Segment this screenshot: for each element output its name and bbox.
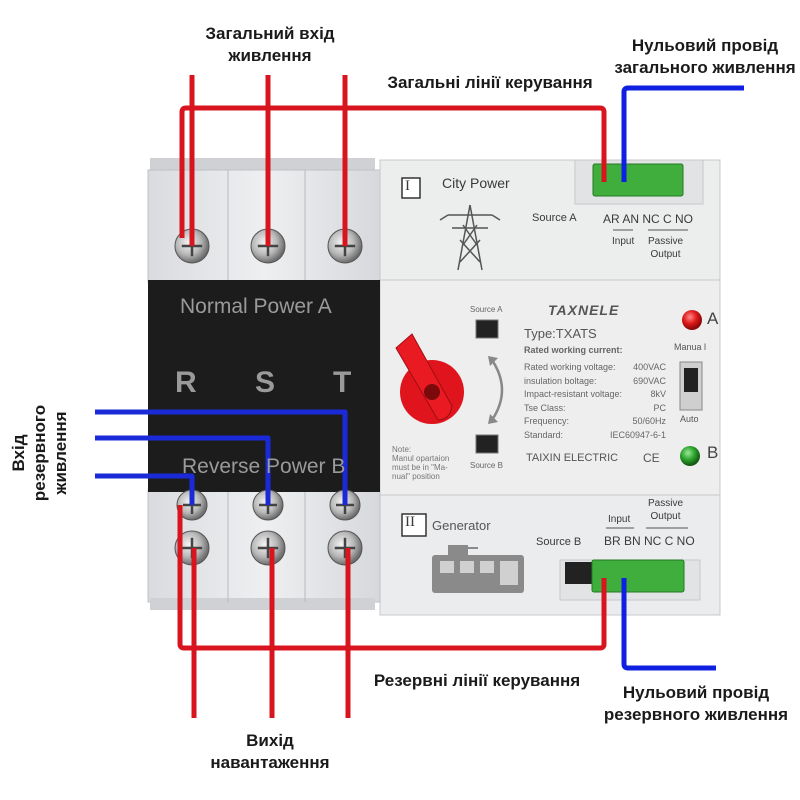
output-line-2: навантаження [210, 753, 330, 772]
normal-neutral-line-2: загального живлення [614, 58, 796, 77]
output-line-1: Вихід [246, 731, 294, 750]
phase-s-label: S [255, 366, 276, 399]
source-b-window-label: Source B [470, 461, 503, 470]
rotate-arrow-icon [490, 359, 504, 421]
top-passive-line-1: Passive [648, 236, 684, 247]
bottom-module-title: Generator [432, 518, 491, 533]
bottom-module [401, 513, 688, 593]
spec-row: insulation boltage: 690VAC [524, 375, 666, 389]
led-b-label: B [707, 443, 719, 462]
auto-label: Auto [680, 414, 699, 424]
reserve-control-wire [177, 505, 607, 651]
bottom-passive-label: Passive Output [648, 497, 683, 523]
spec-row: Rated working voltage: 400VAC [524, 361, 666, 375]
reserve-input-wire-t [95, 409, 348, 505]
manual-label: Manua l [674, 342, 707, 352]
led-b-green [680, 446, 700, 466]
spec-key: Impact-resistant voltage: [524, 389, 623, 399]
spec-key: Rated working voltage: [524, 362, 616, 372]
normal-neutral-wire [621, 85, 744, 182]
phase-t-label: T [333, 366, 352, 399]
note-line-3: must be in "Ma- [392, 463, 448, 472]
reserve-input-line-2: резервного [30, 404, 49, 502]
normal-neutral-label: Нульовий провід загального живлення [610, 35, 800, 79]
normal-input-line-2: живлення [228, 46, 312, 65]
brand-logo: TAXNELE [548, 302, 620, 318]
spec-row: Frequency: 50/60Hz [524, 415, 666, 429]
note-line-1: Note: [392, 445, 412, 454]
top-source-label: Source A [532, 212, 577, 224]
type-label: Type:TXATS [524, 326, 597, 341]
ce-mark: CE [643, 451, 660, 465]
top-passive-line-2: Output [650, 249, 681, 260]
maker-label: TAIXIN ELECTRIC [526, 452, 619, 464]
spec-key: Tse Class: [524, 402, 566, 413]
bottom-passive-line-2: Output [650, 511, 681, 522]
reserve-control-label: Резервні лінії керування [373, 671, 581, 690]
normal-input-label: Загальний вхід живлення [190, 23, 350, 67]
top-module [401, 163, 688, 271]
reserve-input-line-1: Вхід [9, 434, 28, 472]
bottom-roman-numeral: II [405, 514, 415, 530]
normal-input-line-1: Загальний вхід [205, 24, 335, 43]
normal-control-label: Загальні лінії керування [387, 73, 593, 92]
bottom-terminal-labels: BR BN NC C NO [604, 534, 695, 548]
reserve-neutral-line-2: резервного живлення [603, 705, 789, 724]
spec-value: PC [653, 402, 666, 413]
output-label: Вихід навантаження [200, 730, 340, 774]
spec-value: IEC60947-6-1 [609, 429, 666, 440]
front-panel [395, 300, 703, 472]
bottom-green-connector [591, 559, 685, 593]
reserve-input-line-3: живлення [51, 411, 70, 495]
spec-value: 400VAC [633, 362, 666, 372]
top-passive-label: Passive Output [648, 235, 683, 261]
spec-value: 50/60Hz [632, 416, 666, 426]
top-input-label: Input [612, 236, 635, 247]
manual-note: Note: Manul opartaion must be in "Ma- nu… [392, 445, 449, 481]
top-module-title: City Power [442, 175, 510, 191]
reserve-neutral-wire [621, 578, 716, 671]
reserve-input-label: Вхід резервного живлення [8, 398, 74, 508]
reverse-power-label: Reverse Power B [182, 455, 346, 478]
black-panel [148, 280, 380, 492]
normal-power-label: Normal Power A [180, 295, 332, 318]
top-green-connector [592, 163, 684, 197]
reserve-neutral-label: Нульовий провід резервного живлення [592, 682, 800, 726]
power-pylon-icon [439, 204, 501, 271]
spec-key: Frequency: [524, 416, 570, 426]
reserve-input-wire-r [95, 473, 195, 505]
generator-icon [432, 545, 524, 593]
top-roman-numeral: I [405, 178, 410, 194]
reserve-input-wire-s [95, 435, 271, 505]
spec-row: Tse Class: PC [524, 402, 666, 416]
reserve-neutral-line-1: Нульовий провід [622, 683, 770, 702]
spec-key: insulation boltage: [524, 375, 597, 386]
normal-neutral-line-1: Нульовий провід [631, 36, 779, 55]
bottom-source-label: Source B [536, 536, 582, 548]
spec-value: 8kV [650, 389, 666, 399]
bottom-passive-line-1: Passive [648, 498, 684, 509]
note-line-2: Manul opartaion [392, 454, 450, 463]
selector-knob[interactable] [395, 333, 464, 424]
spec-table: Rated working voltage: 400VAC insulation b… [524, 361, 666, 442]
spec-row: Standard: IEC60947-6-1 [524, 429, 666, 443]
bottom-input-label: Input [608, 514, 631, 525]
wiring [95, 75, 744, 718]
bottom-output-screw [250, 530, 286, 566]
manual-auto-switch[interactable] [679, 361, 703, 411]
phase-r-label: R [175, 366, 197, 399]
note-line-4: nual" position [392, 472, 440, 481]
spec-key: Standard: [524, 429, 564, 440]
led-a-label: A [707, 309, 719, 328]
spec-row: Impact-resistant voltage: 8kV [524, 388, 666, 402]
led-a-red [682, 310, 702, 330]
bottom-output-screw [327, 530, 363, 566]
rated-current-label: Rated working current: [524, 345, 623, 355]
normal-control-wire [179, 105, 607, 238]
source-a-window-label: Source A [470, 305, 503, 314]
spec-value: 690VAC [633, 375, 666, 386]
top-terminal-labels: AR AN NC C NO [603, 212, 694, 226]
